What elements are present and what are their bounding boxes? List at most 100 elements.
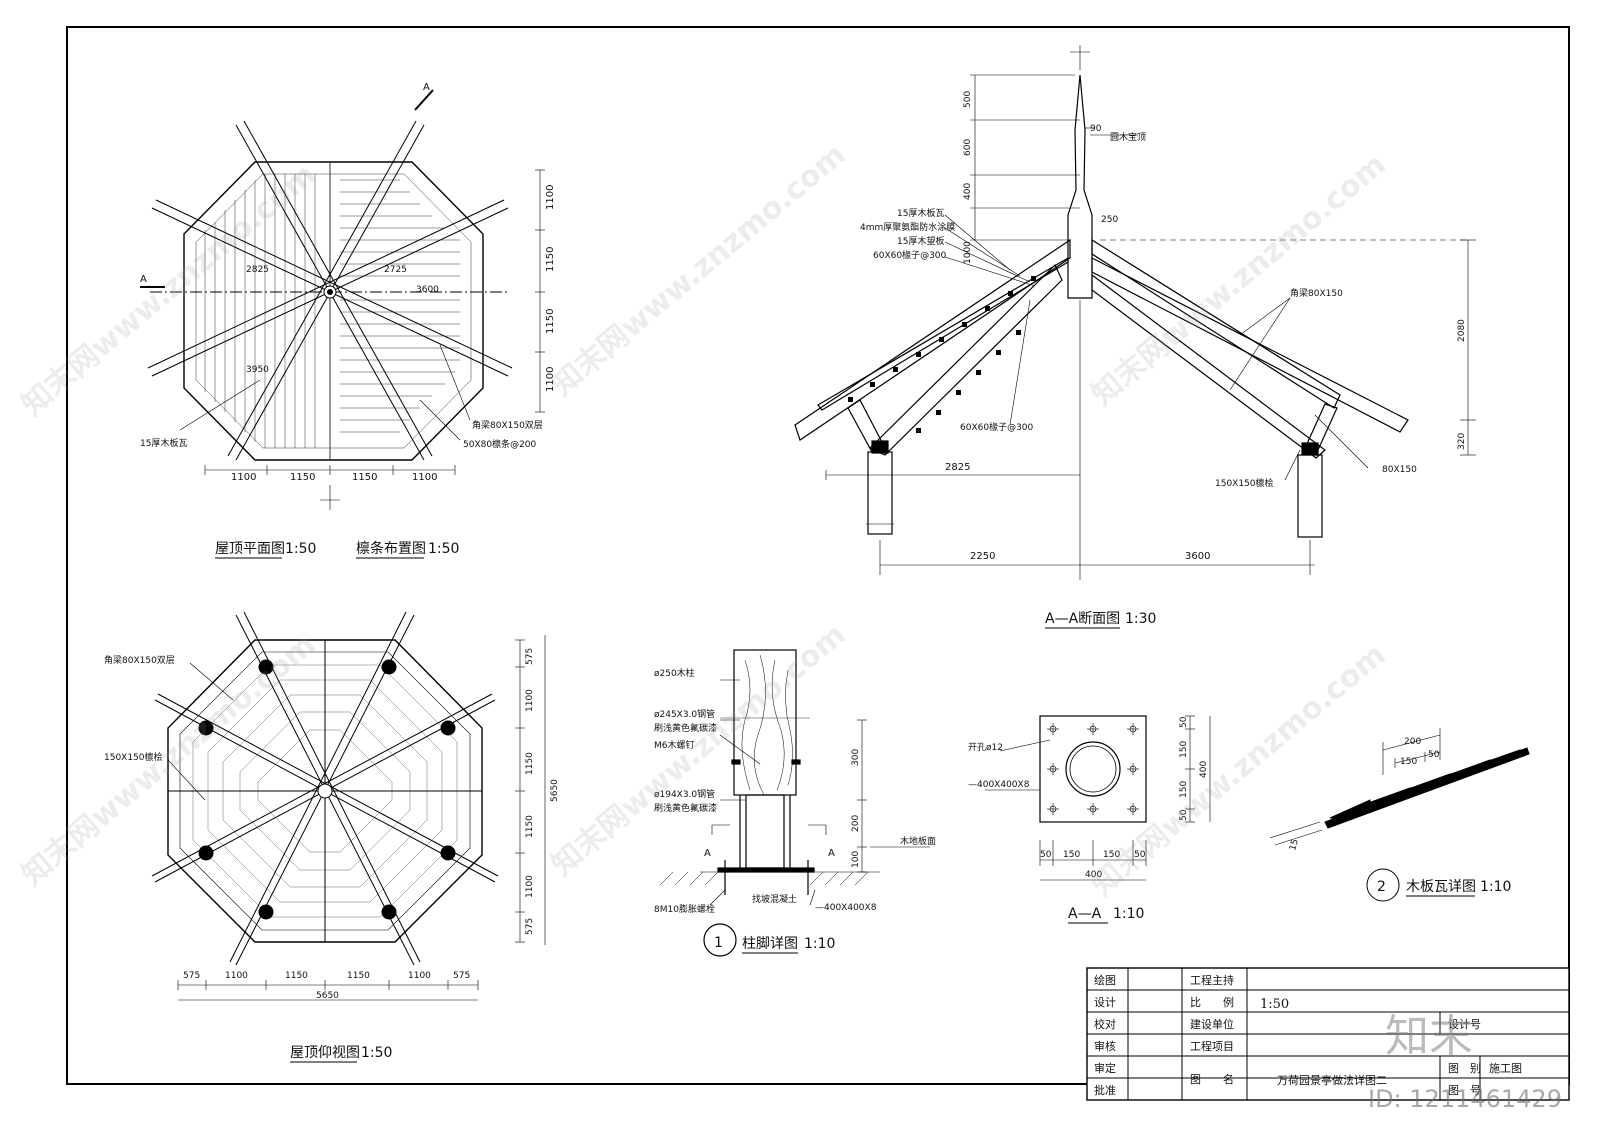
col-detail-scale: 1:10 (804, 936, 835, 952)
plan-section-mark-top: A (423, 82, 430, 93)
col-note-concrete: 找坡混凝土 (752, 893, 797, 905)
tile-detail (1269, 728, 1530, 902)
plan-dim-2725: 2725 (384, 265, 407, 275)
tb-design-no-label: 设计号 (1448, 1018, 1481, 1031)
rcp-note-column: 150X150檩桧 (104, 751, 163, 763)
plan-dim-2825: 2825 (246, 265, 269, 275)
col-note-3: 刷浅黄色氟碳漆 (654, 722, 717, 734)
plate-dim-r3: 150 (1179, 781, 1189, 798)
plan-title: 屋顶平面图 (215, 541, 285, 557)
base-plate-detail (985, 715, 1211, 881)
col-dim-200: 200 (851, 815, 861, 832)
plan-dim-b2: 1150 (290, 472, 315, 483)
section-dim-2080: 2080 (1457, 319, 1467, 342)
section-aa (794, 45, 1476, 580)
rcp-dim-b1: 575 (183, 971, 200, 981)
tb-category: 施工图 (1489, 1062, 1522, 1075)
plan-note-purlin: 50X80檩条@200 (463, 438, 537, 450)
tile-dim-15: 15 (1288, 838, 1301, 852)
plan-dim-b1: 1100 (231, 472, 256, 483)
rcp-dim-b5: 1100 (408, 971, 431, 981)
section-dim-3600: 3600 (1185, 551, 1210, 562)
rcp-dim-b3: 1150 (285, 971, 308, 981)
section-dim-90: 90 (1090, 124, 1102, 134)
section-title: A—A断面图 (1045, 611, 1120, 627)
plate-dim-b3: 150 (1103, 850, 1120, 860)
col-note-floor: 木地板面 (900, 835, 936, 847)
tb-label-name: 图 名 (1190, 1072, 1234, 1086)
tb-label-authorize: 批准 (1094, 1083, 1116, 1097)
rcp-dim-b6: 575 (453, 971, 470, 981)
tb-label-review: 审核 (1094, 1039, 1116, 1053)
plate-dim-b4: 50 (1134, 850, 1146, 860)
rcp-dim-r6: 575 (525, 918, 535, 935)
rcp-note-beam: 角梁80X150双层 (104, 654, 175, 666)
col-dim-100: 100 (851, 851, 861, 868)
section-layer-4: 60X60椽子@300 (873, 249, 947, 261)
tb-label-design: 设计 (1094, 996, 1116, 1009)
col-note-4: M6木螺钉 (654, 739, 695, 751)
rcp-dim-b4: 1150 (347, 971, 370, 981)
rcp-dim-r2: 1100 (525, 689, 535, 712)
watermark-brand: 知末 (1385, 1011, 1473, 1062)
rcp-dim-r5: 1100 (525, 875, 535, 898)
section-layer-1: 15厚木板瓦 (897, 207, 944, 219)
rcp-dim-total-bottom: 5650 (316, 991, 339, 1001)
tile-dim-50: 50 (1428, 750, 1440, 760)
plan-note-rafter: 角梁80X150双层 (472, 419, 543, 431)
section-note-brace: 80X150 (1382, 465, 1417, 475)
roof-reflected-plan (151, 611, 546, 1001)
plate-dim-total-bottom: 400 (1085, 870, 1102, 880)
section-dim-2250: 2250 (970, 551, 995, 562)
section-scale: 1:30 (1125, 611, 1156, 627)
tile-dim-200: 200 (1404, 737, 1421, 747)
section-note-ring: 150X150檩桧 (1215, 477, 1274, 489)
tb-label-lead: 工程主持 (1190, 973, 1234, 987)
section-layer-3: 15厚木望板 (897, 235, 944, 247)
col-dim-300: 300 (851, 749, 861, 766)
roof-plan (140, 89, 545, 510)
plate-note-plate: —400X400X8 (968, 780, 1030, 790)
section-note-finial: 圆木宝顶 (1110, 131, 1146, 143)
plan-section-mark-left: A (140, 274, 147, 285)
section-dim-1000: 1000 (963, 241, 973, 264)
tb-label-draw: 绘图 (1094, 973, 1116, 987)
plan-dim-r2: 1150 (545, 247, 556, 272)
plate-scale: 1:10 (1113, 906, 1144, 922)
tb-label-scale: 比 例 (1190, 995, 1234, 1009)
section-dim-600: 600 (963, 139, 973, 156)
section-layer-2: 4mm厚聚氨酯防水涂膜 (860, 221, 955, 233)
plan-note-board: 15厚木板瓦 (140, 437, 187, 449)
tile-dim-150: 150 (1400, 757, 1417, 767)
rcp-scale: 1:50 (361, 1045, 392, 1061)
plate-dim-r4: 50 (1179, 809, 1189, 821)
col-cut-right: A (828, 848, 835, 859)
col-note-2: ø245X3.0钢管 (654, 708, 715, 720)
rcp-dim-r1: 575 (525, 648, 535, 665)
section-dim-320: 320 (1457, 433, 1467, 450)
plate-dim-b2: 150 (1063, 850, 1080, 860)
plan-dim-b4: 1100 (412, 472, 437, 483)
section-dim-400: 400 (963, 183, 973, 200)
plan-scale-2: 1:50 (428, 541, 459, 557)
plan-dim-r1: 1100 (545, 185, 556, 210)
col-note-7: 8M10膨胀螺栓 (654, 903, 715, 915)
section-dim-2825: 2825 (945, 462, 970, 473)
plan-dim-3600: 3600 (416, 285, 439, 295)
title-block (1086, 967, 1570, 1101)
sheet-border (66, 26, 1570, 1085)
tb-drawing-name: 万荷园景亭做法详图二 (1277, 1073, 1387, 1087)
plan-dim-r4: 1100 (545, 367, 556, 392)
tb-label-client: 建设单位 (1190, 1017, 1234, 1031)
tb-scale-value: 1:50 (1260, 997, 1289, 1012)
col-note-5: ø194X3.0钢管 (654, 788, 715, 800)
plan-dim-r3: 1150 (545, 309, 556, 334)
tile-detail-scale: 1:10 (1480, 879, 1511, 895)
tb-category-label: 图 别 (1448, 1062, 1481, 1075)
plan-dim-b3: 1150 (352, 472, 377, 483)
plate-dim-total-right: 400 (1199, 761, 1209, 778)
plate-dim-r2: 150 (1179, 741, 1189, 758)
col-note-plate: —400X400X8 (815, 903, 877, 913)
rcp-title: 屋顶仰视图 (290, 1045, 360, 1061)
